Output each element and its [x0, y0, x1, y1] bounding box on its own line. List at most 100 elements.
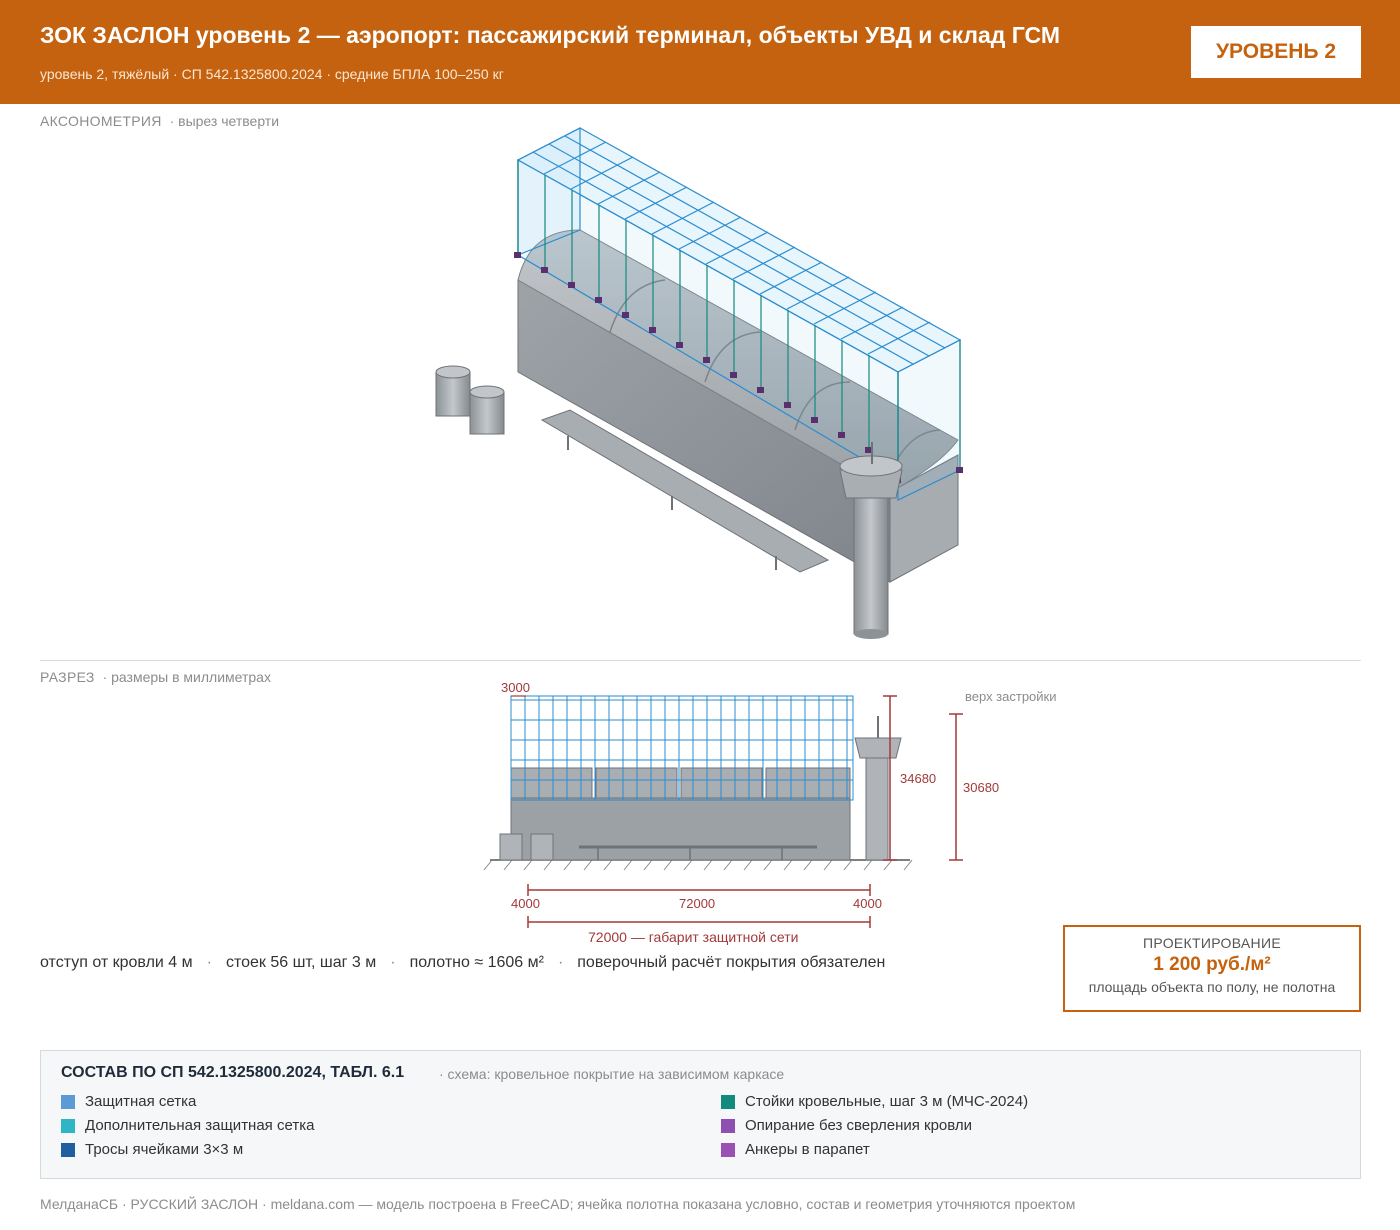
section-building	[510, 797, 851, 861]
section-tower-cab	[854, 737, 902, 759]
net-line	[624, 186, 688, 220]
anchor	[811, 417, 818, 423]
legend-swatch	[61, 1118, 75, 1133]
legend-label: Опирание без сверления кровли	[745, 1117, 973, 1134]
anchor	[784, 402, 791, 408]
building-end-wall	[889, 454, 959, 583]
net-line	[548, 143, 930, 357]
build-top-label: верх застройки	[965, 689, 1057, 704]
anchor	[622, 312, 629, 318]
section-tank	[499, 833, 523, 861]
roof-posts	[517, 160, 961, 480]
stat-separator: ·	[390, 954, 396, 971]
ground-hatch	[483, 859, 913, 871]
section-tower-shaft	[865, 755, 889, 861]
net-line	[705, 231, 769, 265]
protective-net	[516, 127, 962, 501]
anchor	[676, 342, 683, 348]
legend-label: Защитная сетка	[85, 1093, 197, 1110]
stat-fabric: полотно ≈ 1606 м²	[409, 954, 544, 971]
legend-item-roof-posts: Стойки кровельные, шаг 3 м (МЧС-2024)	[721, 1093, 1028, 1110]
legend-label: Дополнительная защитная сетка	[85, 1117, 315, 1134]
net-line	[840, 306, 904, 340]
anchor	[541, 267, 548, 273]
net-line	[651, 201, 715, 235]
fuel-tanks	[435, 365, 505, 435]
fuel-tank-top	[469, 385, 505, 399]
axonometry-sublabel: · вырез четверти	[169, 113, 280, 129]
bridge-deck	[540, 409, 830, 573]
section-net	[510, 695, 854, 801]
dim-right-margin: 4000	[853, 896, 882, 911]
header-bar: ЗОК ЗАСЛОН уровень 2 — аэропорт: пассажи…	[0, 0, 1400, 104]
anchor	[838, 432, 845, 438]
tower-base	[854, 629, 888, 639]
section-label: РАЗРЕЗ · размеры в миллиметрах	[40, 669, 271, 685]
net-line	[570, 156, 634, 190]
building-vault-roof	[517, 229, 959, 493]
axonometry-label: АКСОНОМЕТРИЯ · вырез четверти	[40, 113, 279, 129]
composition-box: СОСТАВ ПО СП 542.1325800.2024, ТАБЛ. 6.1…	[40, 1050, 1361, 1179]
legend-item-protective-net: Защитная сетка	[61, 1093, 196, 1110]
anchor	[757, 387, 764, 393]
anchor	[568, 282, 575, 288]
stat-check: поверочный расчёт покрытия обязателен	[577, 954, 886, 971]
control-tower	[839, 442, 903, 639]
vault-arch-1	[609, 279, 666, 333]
level-badge: УРОВЕНЬ 2	[1191, 26, 1361, 78]
dim-height-building: 30680	[963, 780, 999, 795]
section-vault-segment	[510, 767, 593, 799]
net-outline	[510, 695, 854, 801]
stats-line: отступ от кровли 4 м·стоек 56 шт, шаг 3 …	[40, 954, 885, 972]
legend-item-cables: Тросы ячейками 3×3 м	[61, 1141, 243, 1158]
price-label: ПРОЕКТИРОВАНИЕ	[1143, 935, 1281, 951]
fuel-tank-top	[435, 365, 471, 379]
anchor	[514, 252, 521, 258]
dim-net-span: 72000 — габарит защитной сети	[588, 929, 798, 945]
price-box: ПРОЕКТИРОВАНИЕ 1 200 руб./м² площадь объ…	[1063, 925, 1361, 1012]
legend-swatch	[61, 1142, 75, 1157]
section-title: РАЗРЕЗ	[40, 669, 95, 685]
tower-shaft	[853, 487, 889, 635]
anchor	[865, 447, 872, 453]
vault-arch-2	[704, 331, 761, 383]
legend-item-support: Опирание без сверления кровли	[721, 1117, 972, 1134]
footer-text: МелданаСБ · РУССКИЙ ЗАСЛОН · meldana.com…	[40, 1196, 1076, 1212]
price-note: площадь объекта по полу, не полотна	[1088, 979, 1336, 995]
fuel-tank	[435, 371, 471, 417]
legend-label: Анкеры в парапет	[745, 1141, 870, 1158]
legend-item-anchors: Анкеры в парапет	[721, 1141, 870, 1158]
net-line	[786, 276, 850, 310]
anchor	[730, 372, 737, 378]
dim-left-margin: 4000	[511, 896, 540, 911]
legend-swatch	[721, 1142, 735, 1157]
net-line	[813, 291, 877, 325]
composition-title: СОСТАВ ПО СП 542.1325800.2024, ТАБЛ. 6.1	[61, 1064, 405, 1081]
section-vault-segment	[765, 767, 851, 799]
stat-separator: ·	[206, 954, 212, 971]
anchor	[956, 467, 963, 473]
stat-roof-offset: отступ от кровли 4 м	[40, 954, 193, 971]
axonometry-title: АКСОНОМЕТРИЯ	[40, 113, 162, 129]
net-line	[867, 321, 931, 355]
legend-swatch	[721, 1094, 735, 1109]
section-drawing: 3000 34680 30680 верх застройки 4000 720…	[483, 680, 1057, 945]
fuel-tank	[469, 391, 505, 435]
dim-height-total: 34680	[900, 771, 936, 786]
composition-scheme: · схема: кровельное покрытие на зависимо…	[439, 1066, 785, 1082]
net-line	[532, 151, 914, 365]
legend-swatch	[61, 1094, 75, 1109]
net-line	[759, 261, 823, 295]
page-subtitle: уровень 2, тяжёлый · СП 542.1325800.2024…	[40, 66, 504, 82]
anchor	[649, 327, 656, 333]
legend-label: Стойки кровельные, шаг 3 м (МЧС-2024)	[745, 1093, 1029, 1110]
dim-length: 72000	[679, 896, 715, 911]
net-line	[678, 216, 742, 250]
net-line	[732, 246, 796, 280]
page-title: ЗОК ЗАСЛОН уровень 2 — аэропорт: пассажи…	[40, 22, 1060, 48]
section-divider	[40, 660, 1361, 661]
section-sublabel: · размеры в миллиметрах	[102, 669, 271, 685]
price-value: 1 200 руб./м²	[1153, 954, 1271, 975]
stat-separator: ·	[557, 954, 564, 971]
section-tank	[530, 833, 554, 861]
